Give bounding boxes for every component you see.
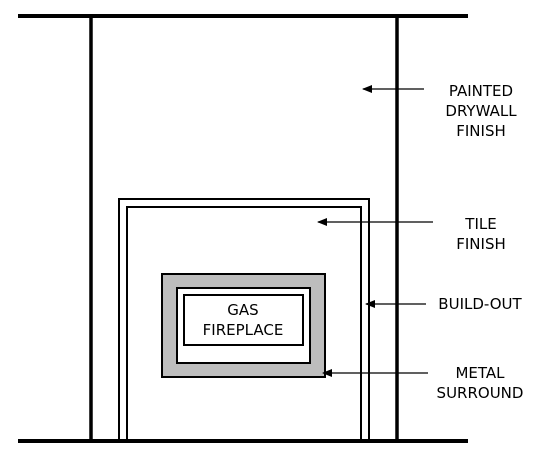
fireplace-label-line2: FIREPLACE [203,321,284,339]
fireplace-opening [183,294,304,346]
build-out-label: BUILD-OUT [438,295,522,313]
fireplace-label-line1: GAS [227,301,258,319]
metal-surround-label-line2: SURROUND [437,384,524,402]
painted-drywall-label-line2: DRYWALL [445,102,517,120]
tile-finish-outline [126,206,362,441]
painted-drywall-label-line3: FINISH [456,122,506,140]
painted-drywall-label-line1: PAINTED [449,82,513,100]
build-out-outline [118,198,370,441]
metal-surround-label-line1: METAL [455,364,505,382]
tile-finish-label-line1: TILE [464,215,496,233]
tile-finish-label-line2: FINISH [456,235,506,253]
